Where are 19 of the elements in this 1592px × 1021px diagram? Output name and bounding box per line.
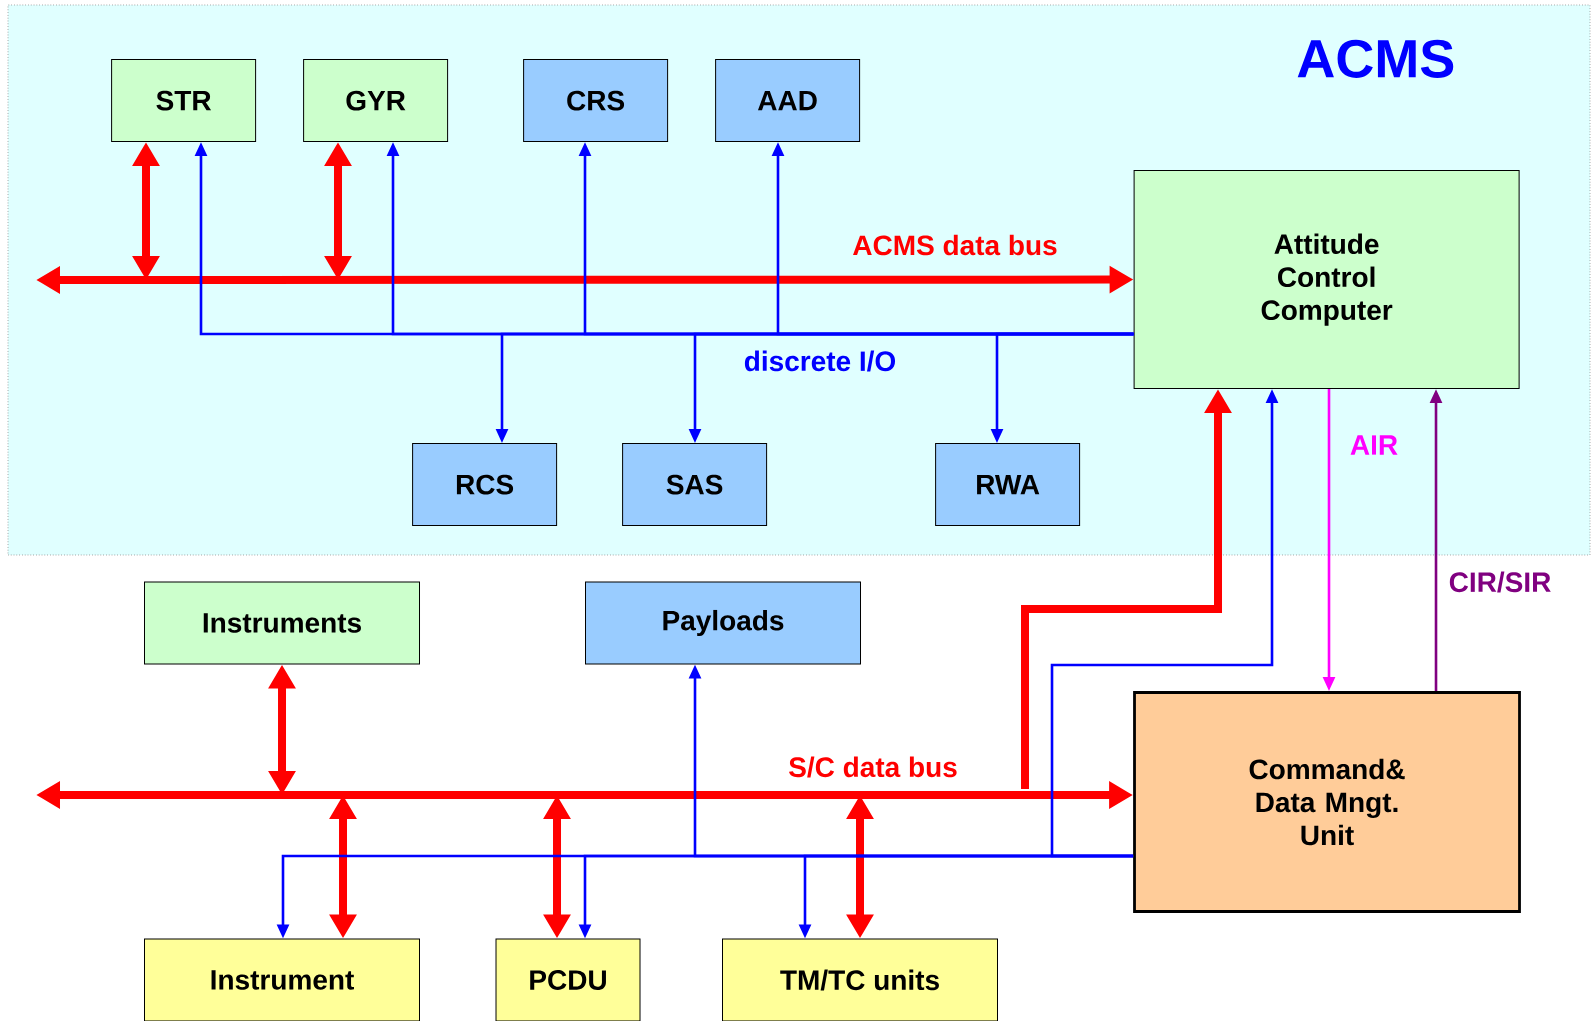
- edge-label: CIR/SIR: [1449, 571, 1551, 593]
- component-box: GYR: [303, 59, 449, 143]
- component-box: RCS: [412, 443, 558, 527]
- edge-label: AIR: [1350, 435, 1398, 455]
- component-box: AAD: [715, 59, 861, 143]
- component-box: SAS: [622, 443, 768, 527]
- component-box: STR: [111, 59, 257, 143]
- unit-box: Command& Data Mngt. Unit: [1133, 691, 1521, 913]
- component-box: Payloads: [585, 581, 861, 665]
- component-box: Instruments: [144, 581, 420, 665]
- component-box: TM/TC units: [722, 938, 998, 1021]
- computer-box: Attitude Control Computer: [1133, 170, 1520, 390]
- component-box: PCDU: [495, 938, 641, 1021]
- bus-label: discrete I/O: [744, 350, 896, 372]
- edge-label: S/C data bus: [789, 756, 957, 778]
- component-box: RWA: [935, 443, 1081, 527]
- edge-label: ACMS data bus: [853, 234, 1057, 256]
- component-box: Instrument: [144, 938, 420, 1021]
- component-box: CRS: [523, 59, 669, 143]
